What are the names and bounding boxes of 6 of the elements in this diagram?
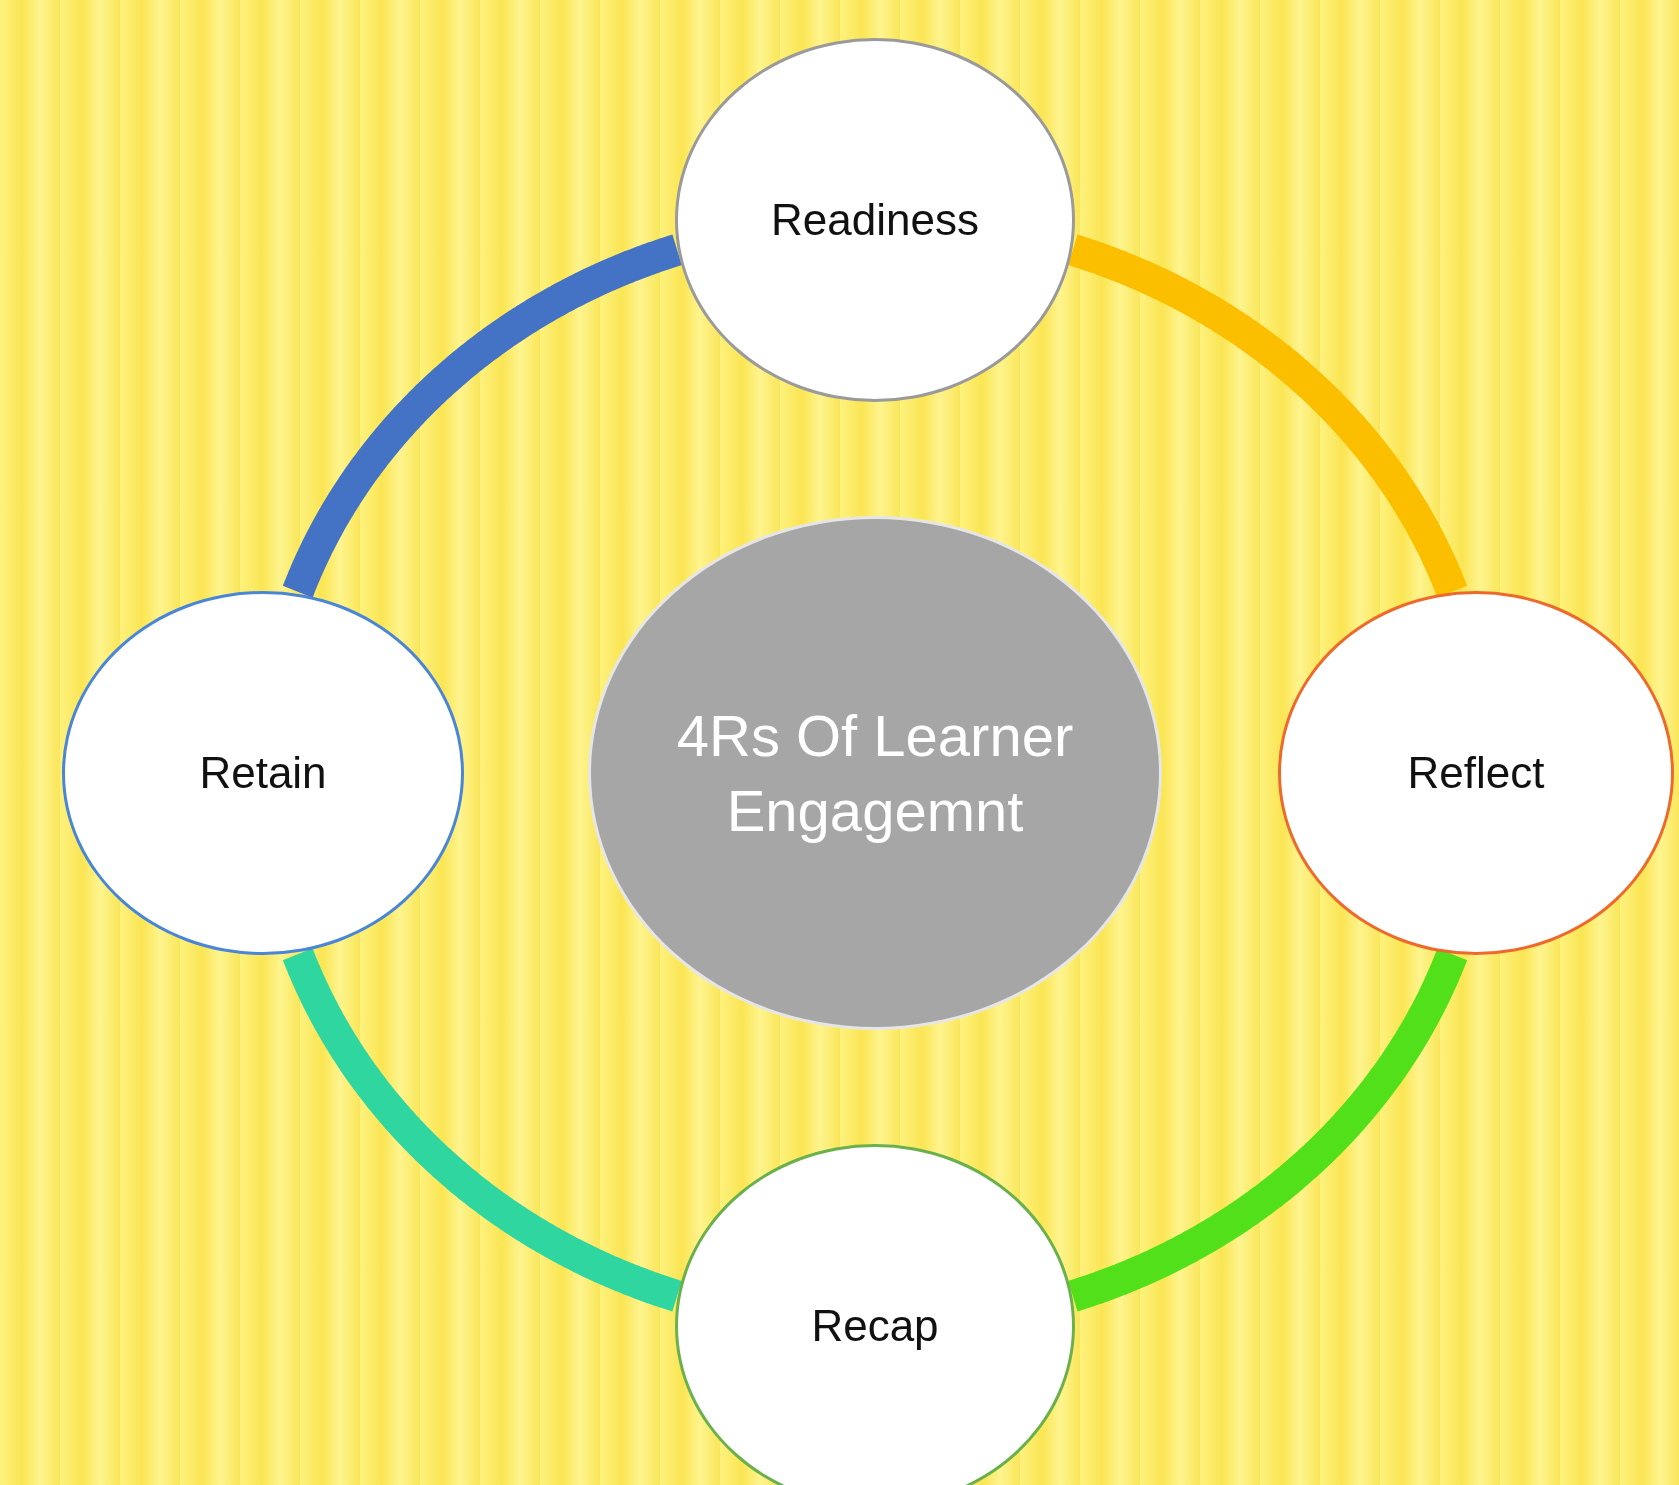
circle-label: Readiness [771, 194, 979, 247]
stage-circle [675, 1144, 1075, 1485]
circle-label: Recap [811, 1300, 939, 1353]
circle-label: 4Rs Of Learner Engagemnt [675, 701, 1075, 845]
circle-label: Reflect [1407, 747, 1545, 800]
circle-label: Retain [199, 747, 327, 800]
